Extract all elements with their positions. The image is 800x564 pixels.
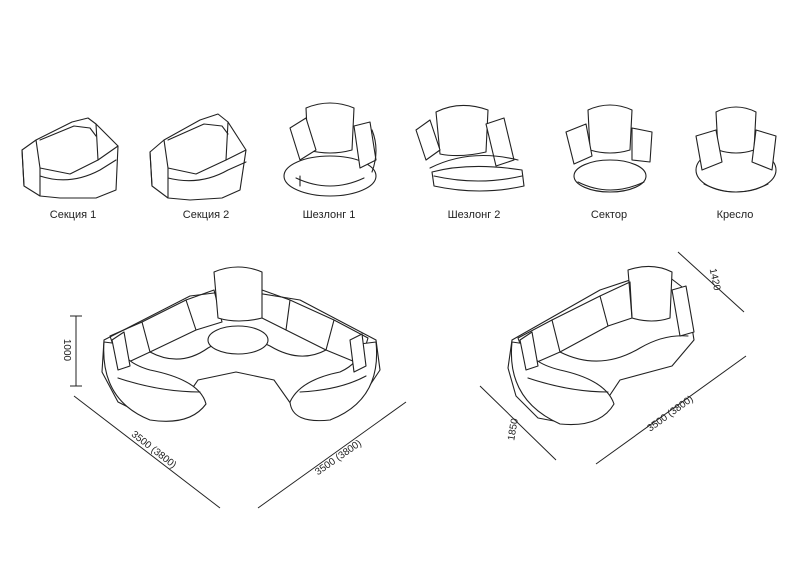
dimension-width-right-label: 3500 (3800) bbox=[313, 438, 363, 478]
module-label: Кресло bbox=[717, 209, 754, 221]
sofa-layout-a bbox=[101, 266, 381, 422]
dimensions-layout-a bbox=[70, 315, 407, 509]
sofa-layout-b bbox=[507, 265, 695, 426]
dimension-height-label: 1000 bbox=[61, 339, 72, 362]
chaise-2-icon bbox=[415, 104, 525, 192]
section-1-icon bbox=[21, 117, 119, 199]
sector-icon bbox=[565, 104, 653, 193]
module-label: Секция 2 bbox=[183, 209, 229, 221]
module-label: Секция 1 bbox=[50, 209, 96, 221]
dimensions-layout-b bbox=[479, 251, 747, 465]
chaise-1-icon bbox=[283, 102, 377, 197]
dimension-depth-top-label: 1420 bbox=[707, 267, 722, 291]
module-label: Шезлонг 2 bbox=[448, 209, 501, 221]
dimension-depth-left-label: 1850 bbox=[506, 417, 521, 441]
section-2-icon bbox=[149, 113, 247, 201]
module-label: Шезлонг 1 bbox=[303, 209, 356, 221]
dimension-width-label: 3500 (3800) bbox=[645, 394, 695, 435]
module-label: Сектор bbox=[591, 209, 627, 221]
armchair-icon bbox=[695, 106, 777, 193]
dimension-width-left-label: 3500 (3800) bbox=[129, 429, 178, 471]
